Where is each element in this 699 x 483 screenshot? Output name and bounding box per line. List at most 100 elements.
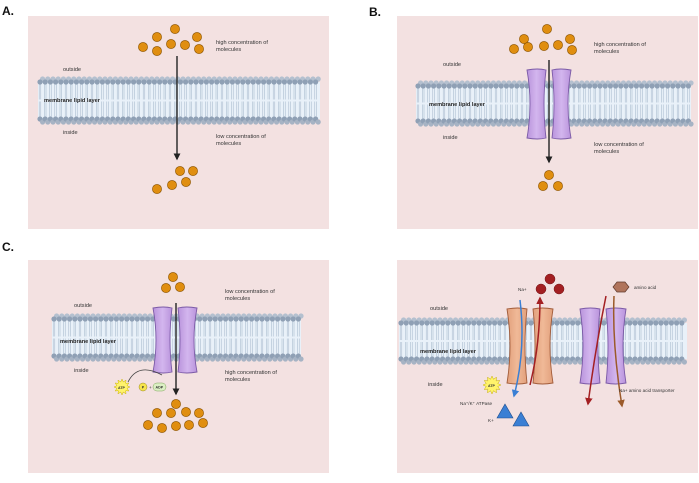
panel-a-bottom-molecules xyxy=(152,166,198,194)
panel-c-adp xyxy=(152,382,167,392)
panel-d-na-arrow xyxy=(529,296,544,386)
panel-c-bottom-molecules xyxy=(143,399,208,433)
panel-a-inside-label: inside xyxy=(63,130,78,136)
lipid-tails xyxy=(38,84,317,117)
panel-c-plus: + xyxy=(149,385,152,390)
panel-b-top-molecules xyxy=(509,24,577,55)
panel-a-high-conc-line1: high concentration of xyxy=(216,40,268,46)
panel-d-k-arrow xyxy=(511,299,523,398)
panel-c-membrane-label: membrane lipid layer xyxy=(60,339,117,345)
panel-b-high-conc-line1: high concentration of xyxy=(594,42,646,48)
membrane-a xyxy=(37,76,321,125)
molecule xyxy=(192,32,202,42)
panel-d-atp-burst xyxy=(482,375,502,395)
panel-c-letter: C. xyxy=(2,240,14,254)
molecule xyxy=(138,42,148,52)
molecule xyxy=(194,408,204,418)
molecule xyxy=(538,181,548,191)
panel-d-transporter-na-arrow xyxy=(585,295,607,406)
molecule xyxy=(567,45,577,55)
panel-c-atp-label: ATP xyxy=(118,386,126,390)
panel-a-high-conc-line2: molecules xyxy=(216,47,241,53)
molecule xyxy=(171,399,181,409)
molecule xyxy=(143,420,153,430)
panel-d-amino-acid-icon xyxy=(612,281,630,293)
molecule xyxy=(565,34,575,44)
panel-d-sodium-ions xyxy=(535,273,565,295)
panel-b-membrane-label: membrane lipid layer xyxy=(429,102,486,108)
panel-d-potassium-ions xyxy=(496,403,530,427)
molecule xyxy=(198,418,208,428)
molecule xyxy=(175,282,185,292)
molecule xyxy=(542,24,552,34)
membrane-c xyxy=(51,313,304,362)
lipid-heads xyxy=(51,313,304,362)
molecule xyxy=(180,40,190,50)
molecule xyxy=(168,272,178,282)
sodium-ion xyxy=(544,273,556,285)
panel-d-k-label: K+ xyxy=(488,418,494,423)
panel-c-adp-label: ADP xyxy=(156,386,164,390)
potassium-ion xyxy=(496,403,514,419)
molecule xyxy=(167,180,177,190)
molecule xyxy=(181,177,191,187)
molecule xyxy=(152,408,162,418)
panel-b-letter: B. xyxy=(369,5,381,19)
panel-b-outside-label: outside xyxy=(443,62,461,68)
molecule xyxy=(166,408,176,418)
panel-c-phosphate xyxy=(138,382,148,392)
panel-d-transporter-aa-arrow xyxy=(612,295,625,408)
panel-c-top-molecules xyxy=(161,272,185,293)
panel-b-channel xyxy=(526,68,572,140)
panel-d-na-label: Na+ xyxy=(518,287,527,292)
panel-a-membrane-label: membrane lipid layer xyxy=(44,98,101,104)
panel-d-amino-acid-label: amino acid xyxy=(634,285,657,290)
lipid-heads xyxy=(37,76,321,125)
panel-c-outside-label: outside xyxy=(74,303,92,309)
molecule xyxy=(553,40,563,50)
molecule xyxy=(152,184,162,194)
molecule xyxy=(175,166,185,176)
molecule xyxy=(519,34,529,44)
molecule xyxy=(544,170,554,180)
sodium-ion xyxy=(535,283,547,295)
panel-c-atp-curve xyxy=(127,369,163,383)
panel-b-low-conc-line2: molecules xyxy=(594,149,619,155)
panel-d-inside-label: inside xyxy=(428,382,443,388)
panel-c-phosphate-label: P xyxy=(142,386,145,390)
panel-d-membrane-label: membrane lipid layer xyxy=(420,349,477,355)
molecule xyxy=(171,421,181,431)
molecule xyxy=(170,24,180,34)
panel-a-top-molecules xyxy=(138,24,204,56)
panel-d-outside-label: outside xyxy=(430,306,448,312)
panel-b-high-conc-line2: molecules xyxy=(594,49,619,55)
panel-d-transporter-label: Na+ amino acid transporter xyxy=(619,388,675,393)
molecule xyxy=(509,44,519,54)
molecule xyxy=(152,32,162,42)
panel-a-low-conc-line2: molecules xyxy=(216,141,241,147)
panel-c-inside-label: inside xyxy=(74,368,89,374)
panel-c-low-conc-line1: low concentration of xyxy=(225,289,275,295)
panel-b-bottom-molecules xyxy=(538,170,563,191)
molecule xyxy=(188,166,198,176)
panel-d-pump-label: Na⁺/K⁺ ATPase xyxy=(460,401,493,406)
panel-c-low-conc-line2: molecules xyxy=(225,296,250,302)
panel-d-transporter xyxy=(579,307,627,385)
sodium-ion xyxy=(553,283,565,295)
molecule xyxy=(157,423,167,433)
molecule xyxy=(184,420,194,430)
molecule xyxy=(539,41,549,51)
panel-a-letter: A. xyxy=(2,4,14,18)
panel-a-outside-label: outside xyxy=(63,67,81,73)
molecule xyxy=(194,44,204,54)
panel-a-low-conc-line1: low concentration of xyxy=(216,134,266,140)
molecule xyxy=(152,46,162,56)
panel-c-atp-burst xyxy=(113,378,131,396)
panel-d-atp-label: ATP xyxy=(488,384,496,388)
panel-c-high-conc-line2: molecules xyxy=(225,377,250,383)
panel-c-channel xyxy=(152,306,198,374)
